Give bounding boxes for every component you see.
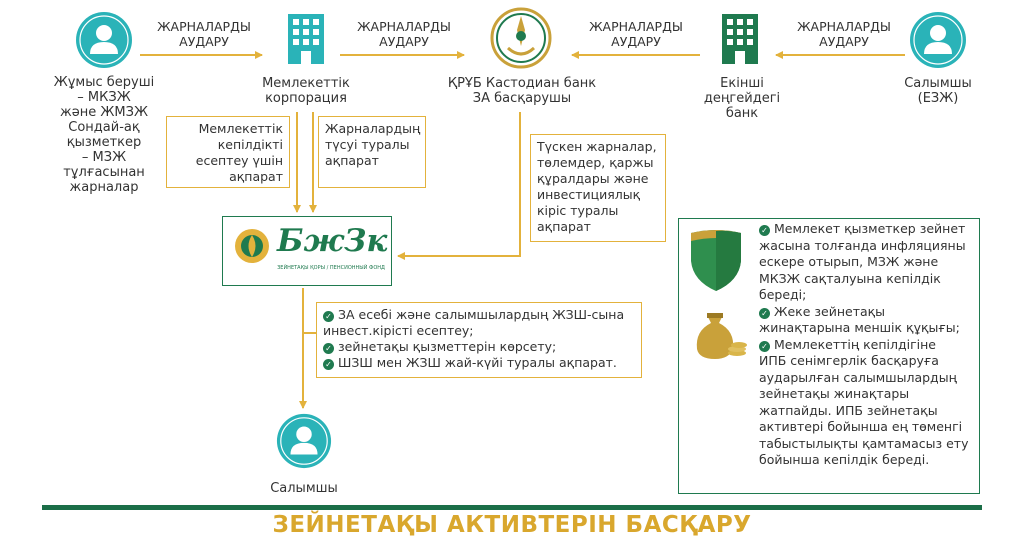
- check-icon: ✓: [323, 311, 334, 322]
- money-bag-icon: [696, 313, 747, 359]
- guarantee-line: жасына толғанда инфляцияны: [759, 237, 966, 253]
- footer-divider: [42, 505, 982, 510]
- arrow-custodian-to-fund: [397, 112, 521, 260]
- guarantee-line: бойынша кепілдік береді.: [759, 452, 930, 467]
- check-icon: ✓: [759, 225, 770, 236]
- guarantee-line: жинақтарына меншік құқығы;: [759, 320, 960, 335]
- shield-icon: [691, 230, 741, 291]
- sunflower-icon: [235, 229, 269, 263]
- logo-tagline: ЗЕЙНЕТАҚЫ ҚОРЫ / ПЕНСИОННЫЙ ФОНД: [277, 265, 385, 271]
- guarantee-line: ИПБ сенімгерлік басқаруға: [759, 353, 939, 368]
- guarantee-line: ✓Мемлекеттің кепілдігіне: [759, 337, 975, 354]
- building-icon: [286, 12, 326, 66]
- guarantee-line: береді;: [759, 287, 807, 302]
- guarantee-line: активтері бойынша ең төменгі: [759, 419, 963, 434]
- check-icon: ✓: [323, 359, 334, 370]
- guarantee-line: аударылған салымшылардың: [759, 369, 957, 385]
- check-icon: ✓: [759, 307, 770, 319]
- services-callout: ✓ЗА есебі және салымшылардың ЖЗШ-сына ин…: [316, 302, 642, 378]
- guarantee-line: ескере отырып, МЗЖ және: [759, 254, 939, 269]
- emblem-icon: [490, 6, 552, 70]
- footer-title: ЗЕЙНЕТАҚЫ АКТИВТЕРІН БАСҚАРУ: [272, 512, 752, 538]
- guarantee-line: МКЗЖ сақталуына кепілдік: [759, 270, 941, 286]
- depositor-bottom-label: Салымшы: [270, 481, 338, 496]
- depositor-top-label: Салымшы(ЕЗЖ): [904, 76, 972, 106]
- check-icon: ✓: [759, 340, 770, 352]
- person-icon: [74, 10, 134, 70]
- guarantee-line: жатпайды. ИПБ зейнетақы: [759, 402, 938, 418]
- guarantee-line: ✓Мемлекет қызметкер зейнет: [759, 221, 975, 238]
- guarantee-line: ✓Жеке зейнетақы: [759, 304, 975, 321]
- guarantee-line: зейнетақы жинақтары: [759, 386, 910, 401]
- fund-logo: БжЗк ЗЕЙНЕТАҚЫ ҚОРЫ / ПЕНСИОННЫЙ ФОНД: [222, 216, 392, 286]
- guarantee-line: табыстылықты қамтамасыз ету: [759, 435, 969, 451]
- person-icon: [908, 10, 968, 70]
- building-icon: [720, 12, 760, 66]
- person-icon: [275, 412, 333, 470]
- logo-name: БжЗк: [277, 223, 388, 259]
- check-icon: ✓: [323, 343, 334, 354]
